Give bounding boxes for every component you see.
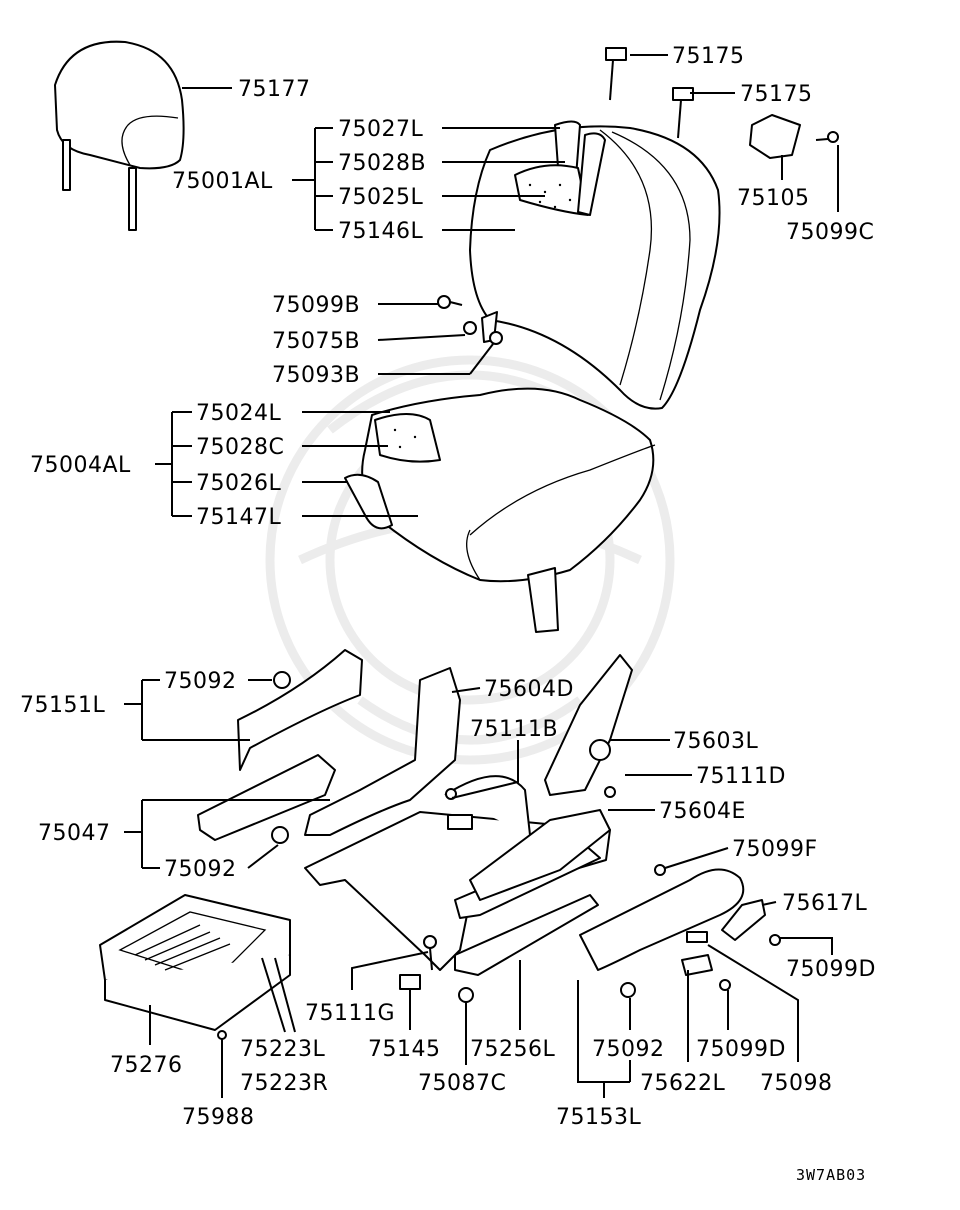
part-labels: 75177 75001AL 75175 75175 75027L 75028B … <box>20 44 876 1184</box>
label-75145: 75145 <box>368 1037 441 1062</box>
headrest <box>54 40 185 231</box>
label-75111g: 75111G <box>305 1001 395 1026</box>
storage-tray <box>99 894 291 1031</box>
label-75153l: 75153L <box>556 1105 641 1130</box>
label-75092-b: 75092 <box>164 857 237 882</box>
label-75175-b: 75175 <box>740 82 813 107</box>
label-75099b: 75099B <box>272 293 360 318</box>
label-75099c: 75099C <box>786 220 874 245</box>
label-75093b: 75093B <box>272 363 360 388</box>
label-75111b: 75111B <box>470 717 558 742</box>
label-75276: 75276 <box>110 1053 183 1078</box>
label-75256l: 75256L <box>470 1037 555 1062</box>
label-75988: 75988 <box>182 1105 255 1130</box>
label-75105: 75105 <box>737 186 810 211</box>
label-75146l: 75146L <box>338 219 423 244</box>
label-75604e: 75604E <box>659 799 746 824</box>
label-75151l: 75151L <box>20 693 105 718</box>
label-75025l: 75025L <box>338 185 423 210</box>
label-75087c: 75087C <box>418 1071 506 1096</box>
label-75099d-b: 75099D <box>696 1037 786 1062</box>
label-75047: 75047 <box>38 821 111 846</box>
label-75092-c: 75092 <box>592 1037 665 1062</box>
label-75004al: 75004AL <box>30 453 131 478</box>
seat-cushion <box>344 387 656 633</box>
label-75026l: 75026L <box>196 471 281 496</box>
leader-lines <box>124 54 839 1098</box>
label-75028b: 75028B <box>338 151 426 176</box>
side-cover <box>579 868 766 976</box>
label-75175-a: 75175 <box>672 44 745 69</box>
label-75147l: 75147L <box>196 505 281 530</box>
label-75092-a: 75092 <box>164 669 237 694</box>
label-75604d: 75604D <box>484 677 574 702</box>
label-75622l: 75622L <box>640 1071 725 1096</box>
top-fasteners <box>437 47 839 345</box>
label-75099d-a: 75099D <box>786 957 876 982</box>
label-75099f: 75099F <box>732 837 818 862</box>
label-75075b: 75075B <box>272 329 360 354</box>
label-75177: 75177 <box>238 77 311 102</box>
label-75027l: 75027L <box>338 117 423 142</box>
label-75603l: 75603L <box>673 729 758 754</box>
label-75028c: 75028C <box>196 435 284 460</box>
label-75223l: 75223L <box>240 1037 325 1062</box>
label-75001al: 75001AL <box>172 169 273 194</box>
label-75111d: 75111D <box>696 764 786 789</box>
label-75223r: 75223R <box>240 1071 328 1096</box>
seat-frame <box>197 649 633 976</box>
diagram-code: 3W7AB03 <box>796 1166 866 1184</box>
label-75024l: 75024L <box>196 401 281 426</box>
label-75617l: 75617L <box>782 891 867 916</box>
label-75098: 75098 <box>760 1071 833 1096</box>
